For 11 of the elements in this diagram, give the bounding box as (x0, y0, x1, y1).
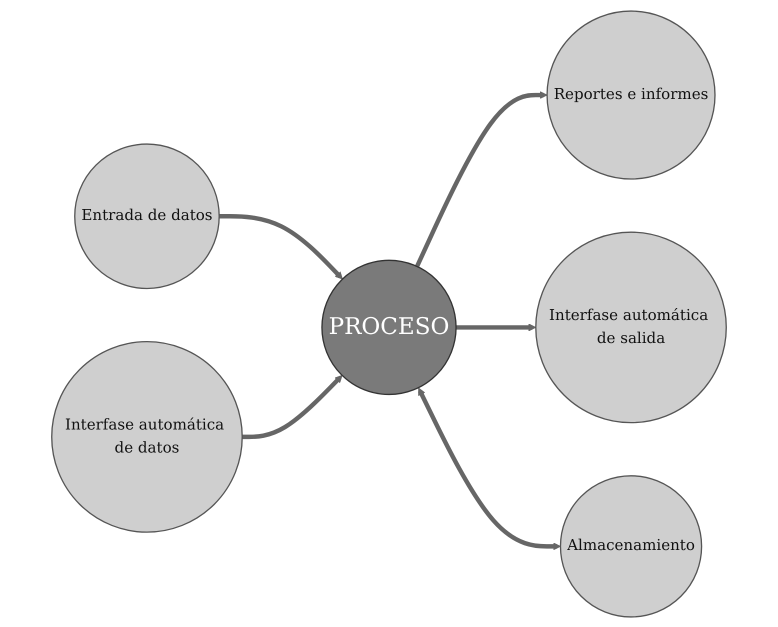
node-circle: Entrada de datos (74, 142, 220, 289)
node-circle: Almacenamiento (560, 474, 702, 618)
arrow (415, 90, 548, 267)
arrow (418, 387, 561, 550)
node-circle: Interfase automática de datos (51, 340, 243, 532)
node-circle: PROCESO (321, 259, 457, 395)
arrow (456, 323, 536, 331)
node-circle: Interfase automática de salida (535, 231, 727, 423)
arrow (242, 374, 342, 439)
arrow (219, 214, 343, 279)
node-circle: Reportes e informes (546, 10, 716, 180)
